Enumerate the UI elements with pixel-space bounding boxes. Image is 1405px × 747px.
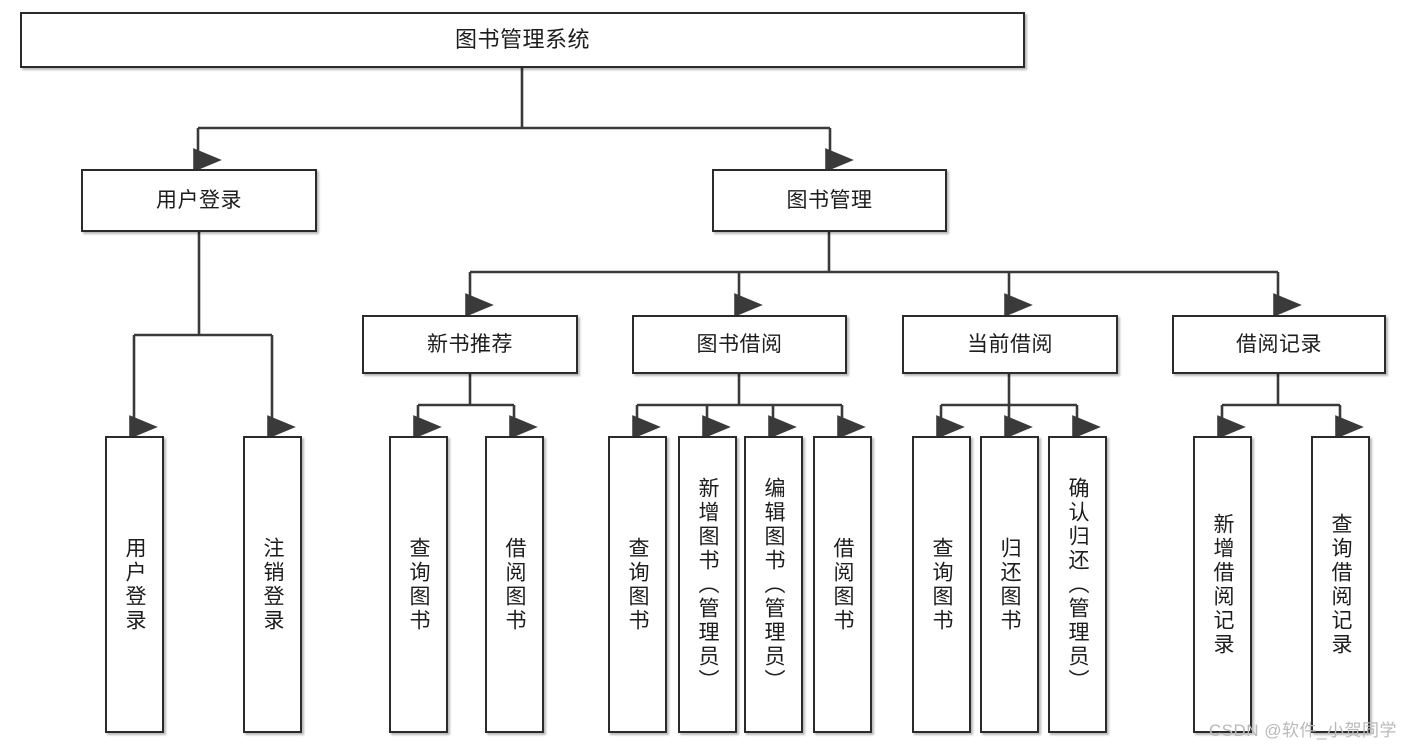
- node-label: 归还图书: [998, 536, 1021, 633]
- leaf-book-borrow-borrow[interactable]: 借阅图书: [813, 436, 872, 733]
- node-label: 图书管理系统: [454, 26, 590, 52]
- leaf-current-borrow-query[interactable]: 查询图书: [912, 436, 971, 733]
- leaf-book-borrow-query[interactable]: 查询图书: [608, 436, 667, 733]
- node-label: 新增图书（管理员）: [696, 476, 719, 693]
- node-label: 图书管理: [786, 188, 873, 212]
- leaf-user-login-login[interactable]: 用户登录: [105, 436, 164, 733]
- node-label: 当前借阅: [967, 332, 1053, 356]
- leaf-current-borrow-confirm-return[interactable]: 确认归还（管理员）: [1048, 436, 1107, 733]
- node-label: 借阅图书: [503, 536, 526, 633]
- leaf-borrow-record-add[interactable]: 新增借阅记录: [1193, 436, 1252, 733]
- node-label: 编辑图书（管理员）: [762, 476, 785, 693]
- leaf-new-book-query[interactable]: 查询图书: [389, 436, 448, 733]
- node-user-login[interactable]: 用户登录: [81, 169, 317, 232]
- node-label: 查询图书: [407, 536, 430, 633]
- node-label: 确认归还（管理员）: [1066, 476, 1089, 693]
- node-label: 注销登录: [261, 536, 284, 633]
- leaf-book-borrow-add[interactable]: 新增图书（管理员）: [678, 436, 737, 733]
- node-label: 借阅记录: [1236, 332, 1322, 356]
- node-label: 借阅图书: [831, 536, 854, 633]
- node-book-management[interactable]: 图书管理: [712, 169, 947, 232]
- leaf-borrow-record-query[interactable]: 查询借阅记录: [1311, 436, 1370, 733]
- node-label: 查询图书: [930, 536, 953, 633]
- node-label: 查询借阅记录: [1329, 512, 1352, 657]
- node-label: 用户登录: [156, 188, 242, 212]
- node-label: 用户登录: [123, 536, 146, 633]
- node-label: 新增借阅记录: [1211, 512, 1234, 657]
- node-label: 新书推荐: [427, 332, 513, 356]
- node-label: 图书借阅: [696, 332, 783, 356]
- leaf-new-book-borrow[interactable]: 借阅图书: [485, 436, 544, 733]
- node-new-book-recommend[interactable]: 新书推荐: [362, 315, 578, 374]
- leaf-book-borrow-edit[interactable]: 编辑图书（管理员）: [744, 436, 803, 733]
- leaf-current-borrow-return[interactable]: 归还图书: [980, 436, 1039, 733]
- node-label: 查询图书: [626, 536, 649, 633]
- node-current-borrow[interactable]: 当前借阅: [902, 315, 1118, 374]
- node-root-system[interactable]: 图书管理系统: [20, 12, 1025, 68]
- leaf-user-login-logout[interactable]: 注销登录: [243, 436, 302, 733]
- node-borrow-record[interactable]: 借阅记录: [1172, 315, 1386, 374]
- node-book-borrow[interactable]: 图书借阅: [632, 315, 847, 374]
